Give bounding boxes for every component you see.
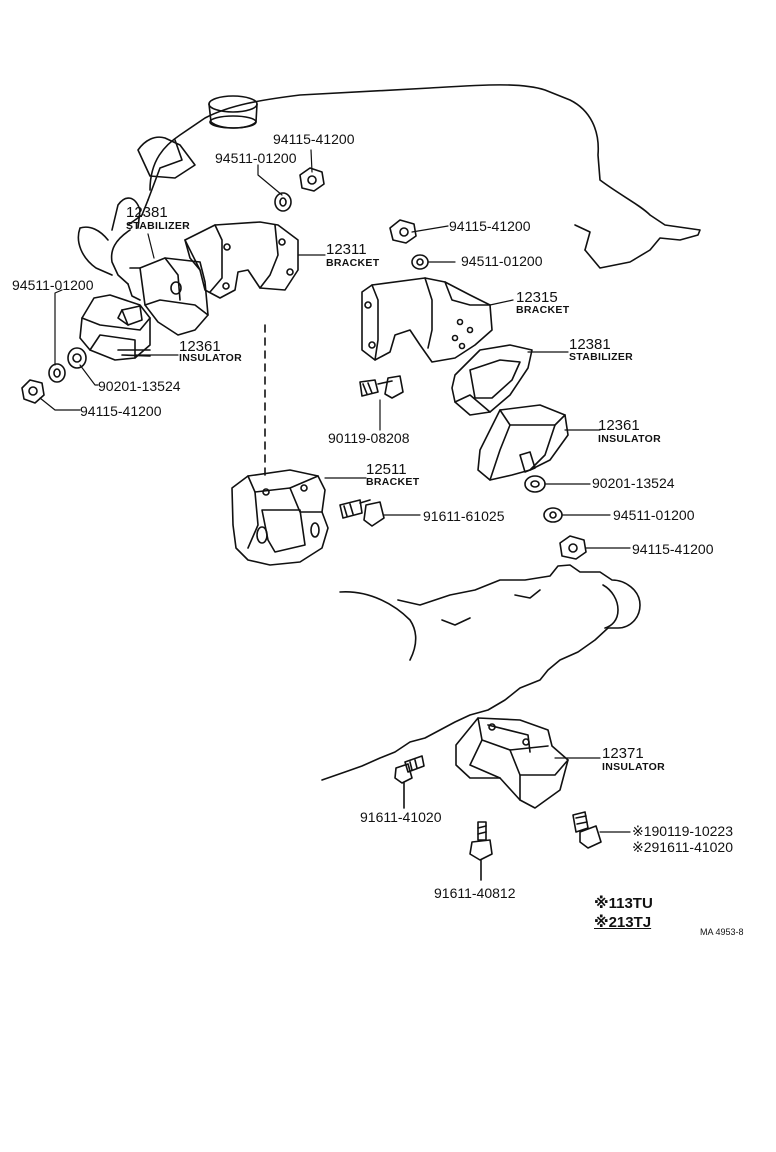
bolt-91611-40812-icon <box>470 822 492 880</box>
model-note-1: ※113TU <box>594 895 653 912</box>
leader-lines <box>40 150 630 832</box>
stabilizer-left-part <box>130 258 208 335</box>
washer-right-bottom-icon <box>544 508 562 522</box>
part-number-washer2-left: 90201-13524 <box>98 378 181 394</box>
nut-right-bottom-icon <box>560 536 586 559</box>
part-name-insulator-left: INSULATOR <box>179 352 242 364</box>
bracket-12315-part <box>362 278 492 362</box>
part-name-stabilizer-left: STABILIZER <box>126 220 191 232</box>
washer-right-top-icon <box>412 255 428 269</box>
part-number-12381-right: 12381 <box>569 336 611 353</box>
washer2-left-icon <box>68 348 86 368</box>
part-number-12371: 12371 <box>602 745 644 762</box>
part-number-12361-left: 12361 <box>179 338 221 355</box>
part-number-nut-right-top: 94115-41200 <box>449 218 531 234</box>
washer-top-icon <box>275 193 291 211</box>
bolt-90119-icon <box>360 376 403 398</box>
part-name-bracket-12311: BRACKET <box>326 257 380 269</box>
part-number-bolt-91611-40812: 91611-40812 <box>434 885 516 901</box>
part-number-washer-right-bottom: 94511-01200 <box>613 507 695 523</box>
part-number-nut-left: 94115-41200 <box>80 403 162 419</box>
part-number-washer-top: 94511-01200 <box>215 150 297 166</box>
part-number-12511: 12511 <box>366 461 407 478</box>
part-number-washer-right-top: 94511-01200 <box>461 253 543 269</box>
nut-right-top-icon <box>390 220 416 243</box>
part-number-alt-2: ※291611-41020 <box>632 839 734 855</box>
part-name-stabilizer-right: STABILIZER <box>569 351 634 363</box>
engine-outline <box>112 85 700 300</box>
part-number-bolt-91611-41020: 91611-41020 <box>360 809 442 825</box>
fan-blade-icon <box>78 198 140 275</box>
washer-left-icon <box>49 364 65 382</box>
oil-filler-cap-icon <box>209 96 257 128</box>
part-number-alt-1: ※190119-10223 <box>632 823 734 839</box>
nut-left-icon <box>22 380 44 403</box>
part-number-12361-right: 12361 <box>598 417 640 434</box>
washer2-right-icon <box>525 476 545 492</box>
transmission-outline <box>322 565 640 780</box>
part-number-bolt-91611-61025: 91611-61025 <box>423 508 505 524</box>
part-name-insulator-12371: INSULATOR <box>602 761 665 773</box>
stabilizer-right-part <box>452 345 532 415</box>
part-number-nut-top: 94115-41200 <box>273 131 355 147</box>
bracket-12511-part <box>232 470 328 565</box>
part-name-insulator-right: INSULATOR <box>598 433 661 445</box>
part-name-bracket-12315: BRACKET <box>516 304 570 316</box>
bolt-91611-61025-icon <box>340 500 384 526</box>
part-number-12315: 12315 <box>516 289 558 306</box>
insulator-right-part <box>478 405 568 480</box>
part-number-12311: 12311 <box>326 241 367 258</box>
insulator-left-part <box>80 295 150 360</box>
part-number-washer2-right: 90201-13524 <box>592 475 675 491</box>
model-note-2: ※213TJ <box>594 914 652 931</box>
part-number-12381-left: 12381 <box>126 204 168 221</box>
diagram-code: MA 4953-8 <box>700 927 744 937</box>
part-name-bracket-12511: BRACKET <box>366 476 420 488</box>
nut-top-icon <box>300 168 324 191</box>
bracket-12311-part <box>185 222 298 298</box>
insulator-12371-part <box>456 718 568 808</box>
part-number-washer-left: 94511-01200 <box>12 277 94 293</box>
part-number-nut-right-bottom: 94115-41200 <box>632 541 714 557</box>
bolt-alt-icon <box>573 812 601 848</box>
part-number-bolt-90119: 90119-08208 <box>328 430 410 446</box>
bolt-91611-41020-icon <box>395 756 424 808</box>
